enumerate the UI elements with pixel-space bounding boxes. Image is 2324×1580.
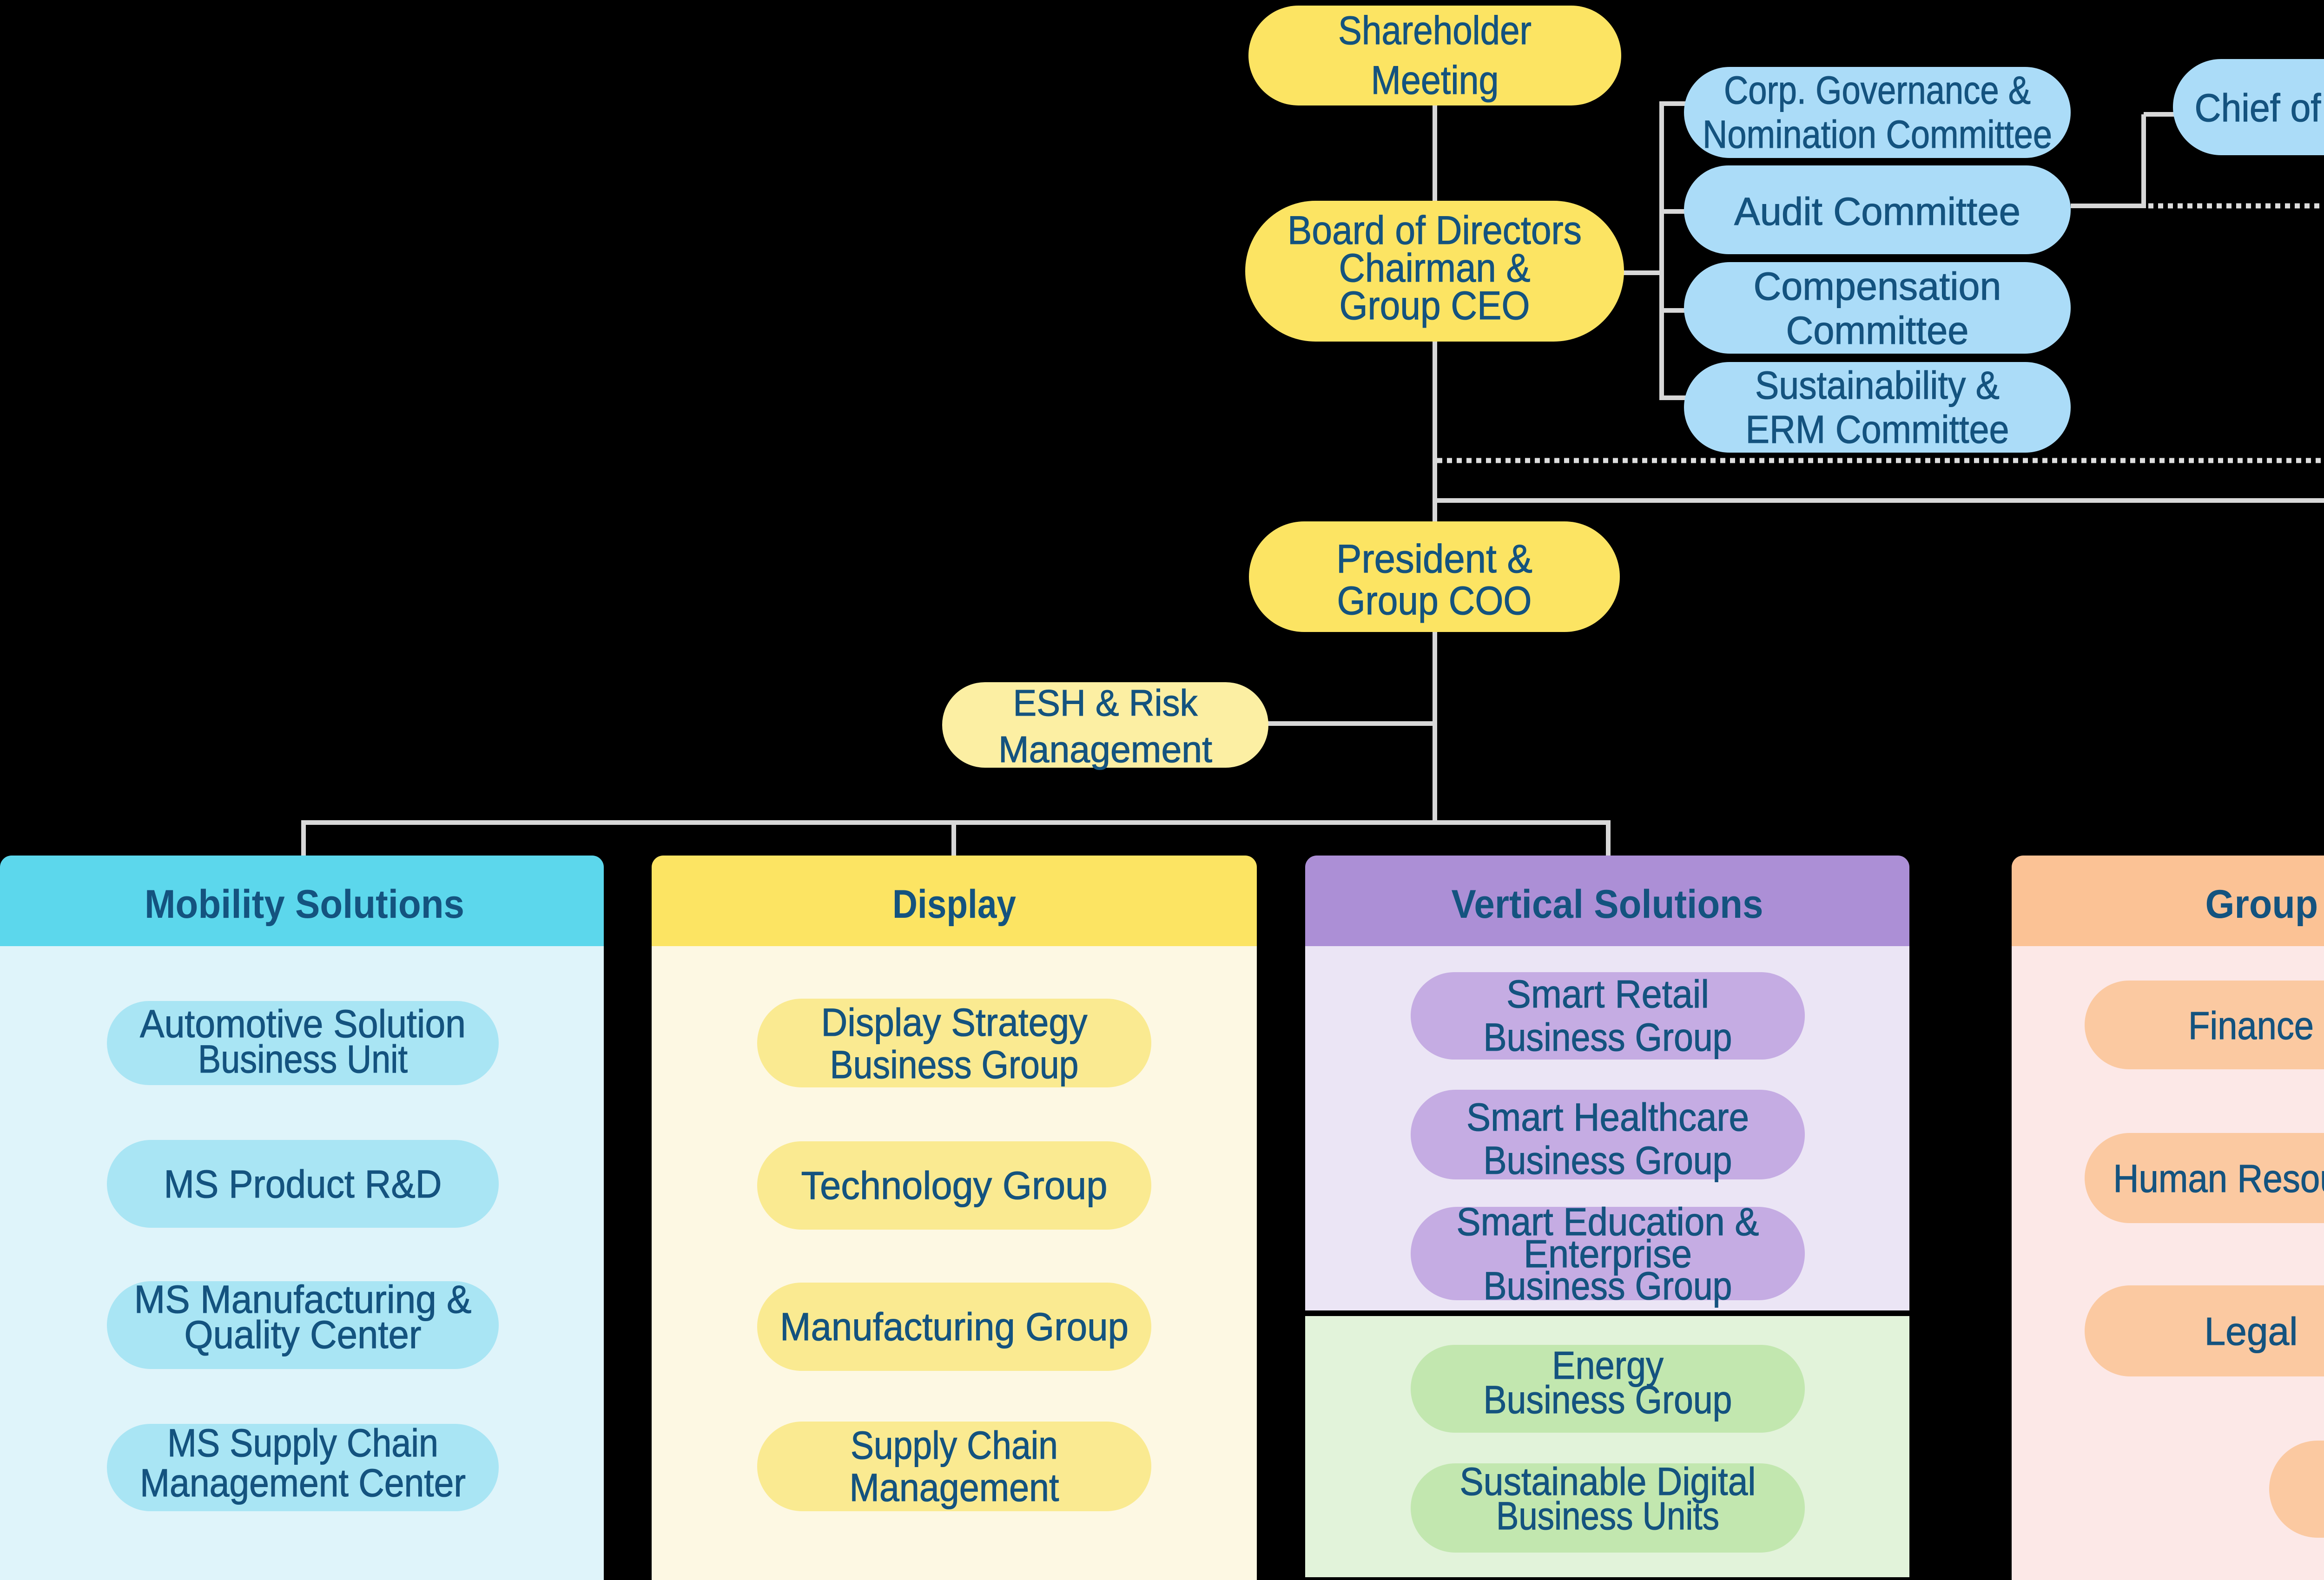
svg-text:Business Units: Business Units — [1496, 1494, 1719, 1538]
svg-text:Vertical Solutions: Vertical Solutions — [1452, 882, 1763, 927]
svg-text:Finance: Finance — [2188, 1004, 2314, 1047]
svg-text:Committee: Committee — [1786, 309, 1969, 352]
svg-text:Technology Group: Technology Group — [801, 1164, 1108, 1207]
svg-text:MS Manufacturing &: MS Manufacturing & — [134, 1277, 472, 1321]
svg-text:Chairman &: Chairman & — [1339, 246, 1531, 290]
svg-text:Board of Directors: Board of Directors — [1287, 208, 1582, 253]
svg-text:Management Center: Management Center — [140, 1461, 466, 1505]
svg-text:President &: President & — [1336, 537, 1532, 581]
svg-text:Group CEO: Group CEO — [1340, 283, 1530, 328]
svg-text:Display Strategy: Display Strategy — [821, 1001, 1088, 1044]
svg-text:Management: Management — [850, 1466, 1059, 1509]
svg-text:Automotive Solution: Automotive Solution — [140, 1002, 466, 1046]
svg-text:Legal: Legal — [2205, 1310, 2298, 1353]
svg-text:Human Resource: Human Resource — [2113, 1157, 2324, 1200]
svg-text:Sustainability &: Sustainability & — [1755, 363, 2000, 407]
svg-text:ESH & Risk: ESH & Risk — [1013, 682, 1198, 724]
svg-text:Quality Center: Quality Center — [185, 1313, 422, 1356]
svg-text:Display: Display — [892, 882, 1016, 927]
svg-text:MS Product R&D: MS Product R&D — [164, 1162, 442, 1206]
svg-text:Business Unit: Business Unit — [198, 1037, 408, 1081]
svg-text:Smart Retail: Smart Retail — [1506, 972, 1709, 1016]
svg-text:Supply Chain: Supply Chain — [851, 1423, 1058, 1467]
svg-text:Business Group: Business Group — [1484, 1139, 1732, 1182]
svg-text:Business Group: Business Group — [1484, 1264, 1732, 1308]
svg-text:Smart Healthcare: Smart Healthcare — [1466, 1095, 1749, 1139]
svg-text:Smart Education &: Smart Education & — [1457, 1200, 1759, 1244]
svg-text:Manufacturing Group: Manufacturing Group — [780, 1305, 1129, 1349]
svg-text:Business Group: Business Group — [1484, 1015, 1732, 1059]
svg-text:Energy: Energy — [1552, 1343, 1664, 1387]
svg-text:Chief of Compliance: Chief of Compliance — [2195, 86, 2324, 130]
svg-text:Business Group: Business Group — [830, 1043, 1079, 1086]
svg-text:Corp. Governance &: Corp. Governance & — [1724, 68, 2031, 112]
svg-text:Compensation: Compensation — [1754, 264, 2001, 308]
svg-text:Nomination Committee: Nomination Committee — [1703, 112, 2052, 156]
svg-text:ERM Committee: ERM Committee — [1746, 408, 2009, 451]
svg-text:MS Supply Chain: MS Supply Chain — [167, 1421, 438, 1465]
svg-text:Business Group: Business Group — [1484, 1378, 1732, 1422]
svg-text:Group Infrastructure Unit: Group Infrastructure Unit — [2205, 882, 2324, 927]
svg-text:Group COO: Group COO — [1337, 579, 1532, 623]
svg-text:Shareholder: Shareholder — [1338, 8, 1532, 53]
svg-text:Sustainable Digital: Sustainable Digital — [1460, 1460, 1756, 1503]
svg-text:Enterprise: Enterprise — [1524, 1232, 1692, 1276]
svg-text:Audit Committee: Audit Committee — [1734, 190, 2020, 233]
svg-text:Mobility Solutions: Mobility Solutions — [145, 882, 464, 927]
svg-text:Management: Management — [998, 729, 1212, 770]
svg-text:Meeting: Meeting — [1371, 58, 1499, 103]
